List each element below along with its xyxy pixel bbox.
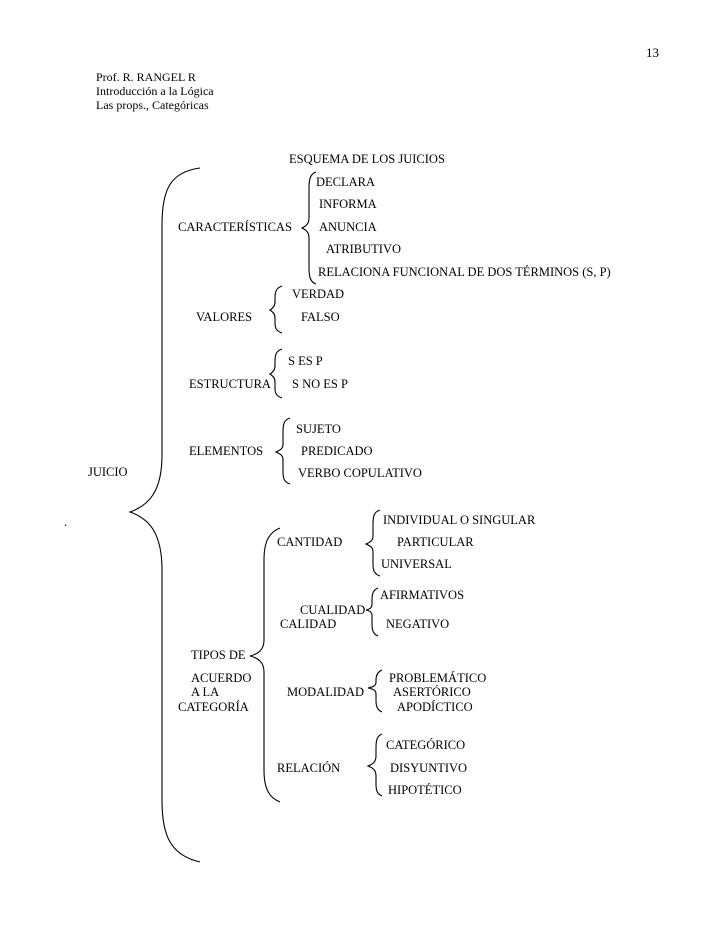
caracteristicas-brace <box>300 171 317 285</box>
header-author: Prof. R. RANGEL R <box>96 70 196 84</box>
caracteristica-item: DECLARA <box>316 175 376 189</box>
modalidad-label: MODALIDAD <box>287 685 365 699</box>
relacion-label: RELACIÓN <box>277 761 341 775</box>
elemento-item: SUJETO <box>296 422 341 436</box>
root-label: JUICIO <box>88 465 128 479</box>
stray-mark: . <box>64 515 68 529</box>
relacion-brace <box>366 733 383 797</box>
modalidad-brace <box>367 669 383 713</box>
cantidad-item: UNIVERSAL <box>381 557 452 571</box>
page-number: 13 <box>646 45 659 60</box>
modalidad-item: PROBLEMÁTICO <box>389 671 487 685</box>
cantidad-item: PARTICULAR <box>397 535 474 549</box>
calidad-item: NEGATIVO <box>386 617 450 631</box>
relacion-item: HIPOTÉTICO <box>388 783 462 797</box>
valores-label: VALORES <box>196 310 253 324</box>
elemento-item: VERBO COPULATIVO <box>298 466 422 480</box>
modalidad-item: ASERTÓRICO <box>393 685 471 699</box>
valor-item: FALSO <box>301 310 340 324</box>
main-brace <box>128 167 201 863</box>
estructura-item: S NO ES P <box>292 377 348 391</box>
valores-brace <box>269 285 283 334</box>
calidad-brace <box>365 587 379 637</box>
estructura-brace <box>269 348 283 399</box>
estructura-label: ESTRUCTURA <box>189 377 271 391</box>
valor-item: VERDAD <box>292 287 345 301</box>
header-topic: Las props., Categóricas <box>96 98 209 112</box>
tipos-brace <box>249 527 281 803</box>
elemento-item: PREDICADO <box>301 444 373 458</box>
cantidad-brace <box>364 509 381 577</box>
estructura-item: S ES P <box>288 354 323 368</box>
cantidad-item: INDIVIDUAL O SINGULAR <box>383 513 536 527</box>
relacion-item: CATEGÓRICO <box>386 738 466 752</box>
caracteristicas-label: CARACTERÍSTICAS <box>178 220 292 234</box>
header-course: Introducción a la Lógica <box>96 84 214 98</box>
calidad-item: AFIRMATIVOS <box>380 588 465 602</box>
cantidad-label: CANTIDAD <box>277 535 343 549</box>
cualidad-label: CUALIDAD <box>300 603 366 617</box>
tipos-label-line: ACUERDO <box>191 671 252 685</box>
tipos-label-line: CATEGORÍA <box>178 700 249 714</box>
caracteristica-item: ANUNCIA <box>319 220 377 234</box>
modalidad-item: APODÍCTICO <box>397 700 473 714</box>
caracteristica-item: ATRIBUTIVO <box>326 242 401 256</box>
relacion-item: DISYUNTIVO <box>390 761 468 775</box>
page-title: ESQUEMA DE LOS JUICIOS <box>289 152 445 166</box>
elementos-label: ELEMENTOS <box>189 444 264 458</box>
caracteristica-item: RELACIONA FUNCIONAL DE DOS TÉRMINOS (S, … <box>318 265 611 279</box>
tipos-label-line: TIPOS DE <box>191 648 246 662</box>
calidad-label: CALIDAD <box>280 617 337 631</box>
tipos-label-line: A LA <box>191 685 220 699</box>
caracteristica-item: INFORMA <box>319 197 377 211</box>
elementos-brace <box>274 417 291 485</box>
